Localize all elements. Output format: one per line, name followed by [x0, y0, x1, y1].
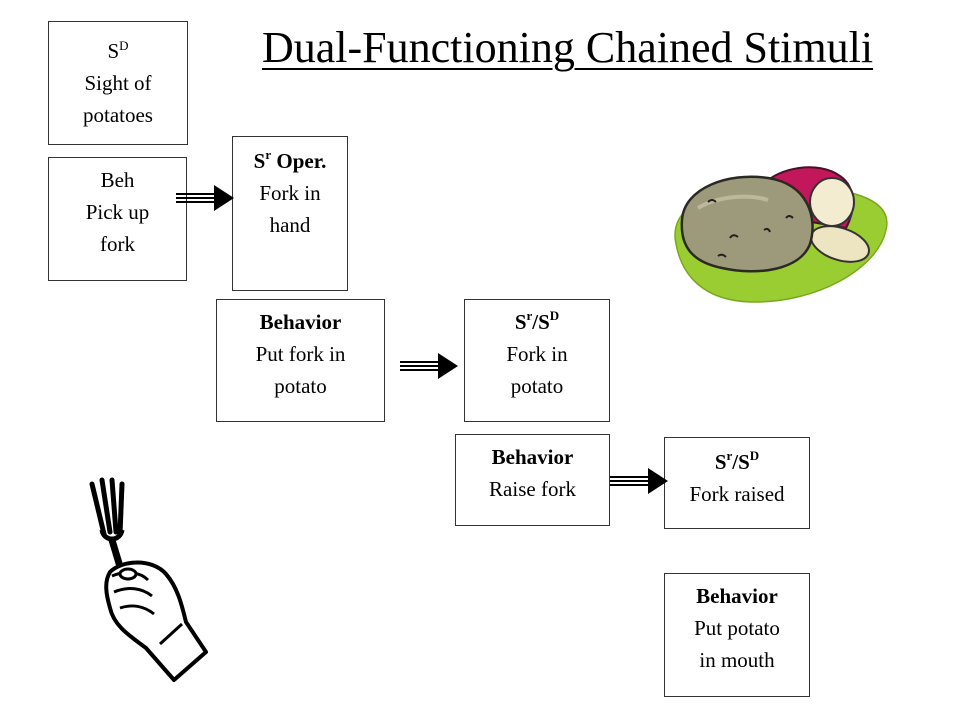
beh2-box-head: Behavior — [259, 310, 342, 334]
beh2-box-line2: potato — [274, 374, 327, 398]
beh1-box: Beh Pick up fork — [48, 157, 187, 281]
sr-oper-box-head: Sr Oper. — [253, 147, 327, 173]
beh3-box-head: Behavior — [491, 445, 574, 469]
slide-title: Dual-Functioning Chained Stimuli — [262, 23, 874, 72]
potato-clipart — [674, 166, 888, 303]
beh4-box: Behavior Put potato in mouth — [664, 573, 810, 697]
beh2-box: Behavior Put fork in potato — [216, 299, 385, 422]
arrow-beh1-to-sr — [176, 185, 234, 211]
srsd1-box-head: Sr/SD — [514, 308, 560, 334]
fork-hand-clipart — [89, 477, 208, 682]
beh1-box-line2: fork — [100, 232, 135, 256]
srsd2-box-line1: Fork raised — [689, 482, 785, 506]
arrow-beh3-to-srsd2 — [610, 468, 668, 494]
arrow-beh2-to-srsd1 — [400, 353, 458, 379]
sr-oper-box-line1: Fork in — [259, 181, 321, 205]
sr-oper-box: Sr Oper. Fork in hand — [232, 136, 348, 291]
beh2-box-line1: Put fork in — [255, 342, 346, 366]
srsd2-box: Sr/SD Fork raised — [664, 437, 810, 529]
beh4-box-line2: in mouth — [699, 648, 775, 672]
beh4-box-line1: Put potato — [694, 616, 780, 640]
sd-box: SD Sight of potatoes — [48, 21, 188, 145]
sd-box-line2: potatoes — [83, 103, 153, 127]
sd-box-line1: Sight of — [84, 71, 152, 95]
beh3-box: Behavior Raise fork — [455, 434, 610, 526]
sd-box-head: SD — [107, 38, 129, 63]
srsd2-box-head: Sr/SD — [714, 448, 760, 474]
beh1-box-line1: Pick up — [85, 200, 150, 224]
srsd1-box-line1: Fork in — [506, 342, 568, 366]
sr-oper-box-line2: hand — [269, 213, 311, 237]
beh3-box-line1: Raise fork — [489, 477, 576, 501]
beh1-box-head: Beh — [100, 168, 135, 192]
beh4-box-head: Behavior — [696, 584, 778, 608]
srsd1-box-line2: potato — [510, 374, 564, 398]
srsd1-box: Sr/SD Fork in potato — [464, 299, 610, 422]
